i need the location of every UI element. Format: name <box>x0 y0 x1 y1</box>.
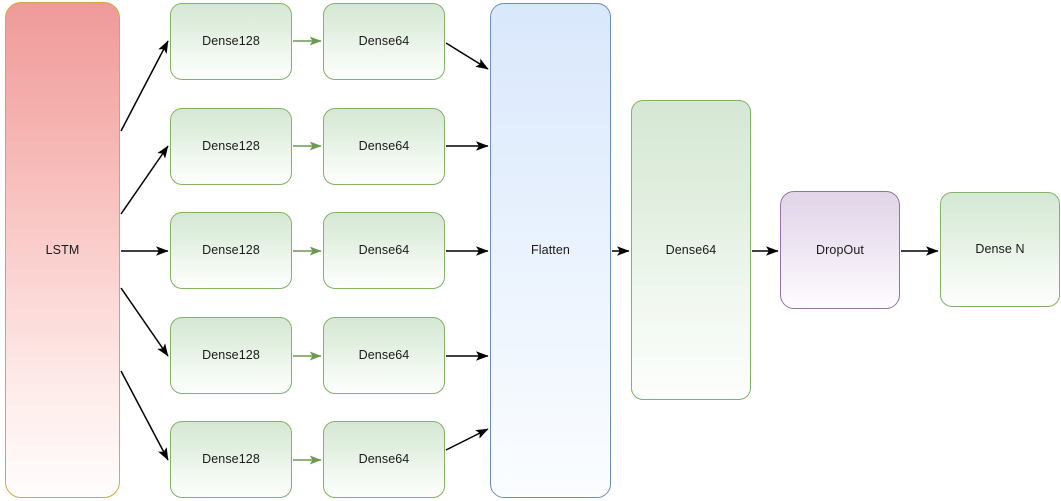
node-dense64-label: Dense64 <box>358 243 410 257</box>
edge <box>445 42 489 70</box>
edge <box>445 428 489 451</box>
node-dense64-main-label: Dense64 <box>665 242 717 257</box>
node-dense-n[interactable]: Dense N <box>940 192 1060 307</box>
node-dense128-label: Dense128 <box>202 139 260 153</box>
edges-dense128-to-dense64 <box>293 36 322 465</box>
node-dense64[interactable]: Dense64 <box>323 212 445 289</box>
edges-lstm-to-dense128 <box>120 40 169 461</box>
node-dense64[interactable]: Dense64 <box>323 317 445 394</box>
node-dense64[interactable]: Dense64 <box>323 108 445 185</box>
node-dense128[interactable]: Dense128 <box>170 212 292 289</box>
node-lstm-label: LSTM <box>45 242 80 257</box>
node-dense64-label: Dense64 <box>358 139 410 153</box>
node-dense128-label: Dense128 <box>202 348 260 362</box>
node-dense64-label: Dense64 <box>358 452 410 466</box>
node-flatten-label: Flatten <box>531 243 570 257</box>
node-dense-n-label: Dense N <box>975 242 1025 256</box>
edge <box>120 40 169 132</box>
node-dense128[interactable]: Dense128 <box>170 421 292 498</box>
node-dropout[interactable]: DropOut <box>780 191 900 309</box>
node-dense64-label: Dense64 <box>358 34 410 48</box>
node-dense128[interactable]: Dense128 <box>170 317 292 394</box>
node-dense64-label: Dense64 <box>358 348 410 362</box>
node-dense128-label: Dense128 <box>202 243 260 257</box>
edge <box>120 287 169 357</box>
node-dense64[interactable]: Dense64 <box>323 3 445 80</box>
node-lstm[interactable]: LSTM <box>5 2 120 498</box>
node-dropout-label: DropOut <box>816 242 864 257</box>
edge <box>120 370 169 461</box>
node-dense128-label: Dense128 <box>202 34 260 48</box>
edges-dense64-to-flatten <box>445 42 489 451</box>
node-dense128[interactable]: Dense128 <box>170 108 292 185</box>
node-dense128-label: Dense128 <box>202 452 260 466</box>
node-dense64-main[interactable]: Dense64 <box>631 100 751 400</box>
node-flatten[interactable]: Flatten <box>490 3 611 498</box>
edge <box>120 145 169 215</box>
node-dense128[interactable]: Dense128 <box>170 3 292 80</box>
node-dense64[interactable]: Dense64 <box>323 421 445 498</box>
